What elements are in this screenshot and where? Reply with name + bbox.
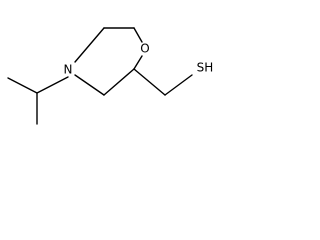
bond-c3-n [74, 74, 105, 96]
thiol-group-label: SH [197, 61, 214, 75]
bond-c2-ch2 [133, 68, 166, 96]
structure-svg: O N SH [7, 27, 214, 125]
nitrogen-atom-label: N [64, 63, 73, 77]
bond-ch2-s [164, 74, 193, 96]
bond-c5-o [133, 27, 143, 43]
molecule-structure: O N SH [0, 0, 228, 128]
bond-c6-n [74, 27, 105, 63]
bond-isopropyl-methyl-left [7, 77, 38, 94]
oxygen-atom-label: O [140, 42, 149, 56]
bond-n-isopropyl-ch [36, 76, 69, 94]
bond-o-c2 [133, 55, 143, 70]
bond-c2-c3 [103, 68, 135, 96]
